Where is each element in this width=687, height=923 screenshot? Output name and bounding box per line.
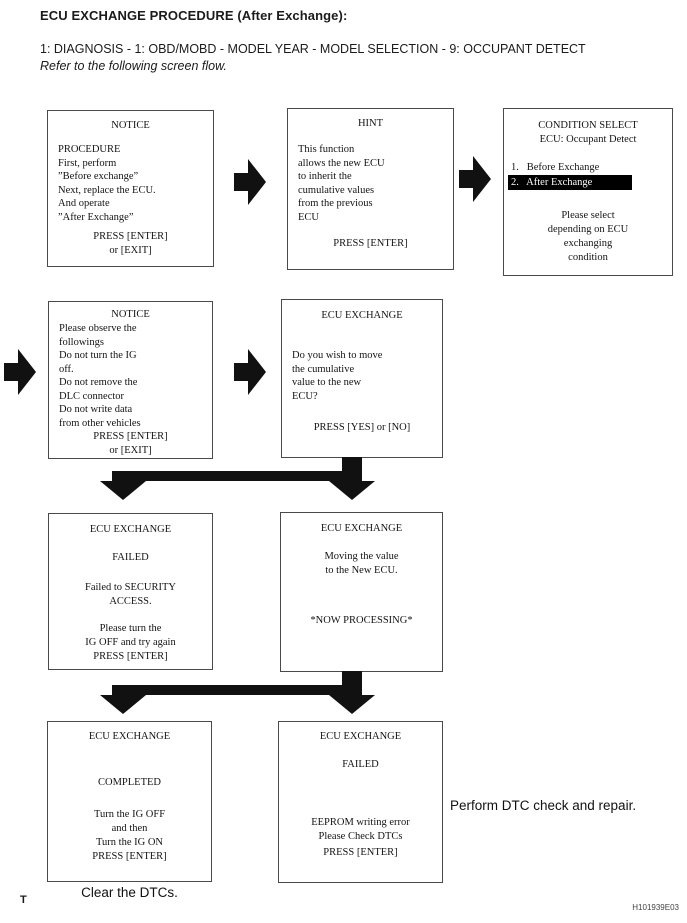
screen-title: ECU EXCHANGE	[319, 731, 402, 742]
screen-line: to inherit the	[298, 171, 352, 182]
screen-title: HINT	[357, 118, 384, 129]
screen-line: Moving the value	[324, 551, 399, 562]
screen-line: to the New ECU.	[325, 565, 398, 576]
screen-line: followings	[59, 336, 104, 348]
branch-stem	[342, 457, 362, 474]
screen-title: ECU EXCHANGE	[320, 523, 403, 534]
screen-title: NOTICE	[111, 120, 150, 131]
figure-code: H101939E03	[632, 903, 679, 912]
screen-status: COMPLETED	[98, 777, 161, 788]
screen-keyprompt: PRESS [ENTER]	[333, 238, 408, 249]
screen-notice-procedure: NOTICE PROCEDURE First, perform ”Before …	[47, 110, 214, 267]
screen-keyprompt: PRESS [ENTER]	[93, 231, 168, 242]
screen-subtitle: ECU: Occupant Detect	[539, 134, 637, 145]
screen-notice-observe: NOTICE Please observe the followings Do …	[48, 301, 213, 459]
screen-line: And operate	[58, 198, 110, 209]
down-arrow-icon	[100, 695, 146, 714]
screen-line: depending on ECU	[547, 224, 629, 235]
screen-line: Failed to SECURITY	[85, 582, 176, 593]
screen-line: ”Before exchange”	[58, 171, 139, 182]
screen-line: Turn the IG OFF	[93, 809, 166, 820]
screen-line: IG OFF and try again	[85, 637, 176, 648]
screen-line: This function	[298, 144, 355, 155]
screen-line: ECU	[298, 211, 319, 223]
right-arrow-icon	[234, 349, 266, 395]
screen-line: Please observe the	[59, 323, 137, 334]
screen-condition-select: CONDITION SELECT ECU: Occupant Detect 1.…	[503, 108, 673, 276]
screen-keyprompt: PRESS [YES] or [NO]	[313, 422, 411, 433]
screen-status: *NOW PROCESSING*	[310, 615, 413, 626]
screen-exchange-confirm: ECU EXCHANGE Do you wish to move the cum…	[281, 299, 443, 458]
screen-line: condition	[568, 252, 608, 263]
screen-keyprompt: PRESS [ENTER]	[93, 651, 168, 662]
menu-option-before-exchange: 1. Before Exchange	[511, 162, 600, 173]
down-arrow-icon	[100, 481, 146, 500]
screen-status: FAILED	[112, 552, 149, 563]
screen-exchange-failed-security: ECU EXCHANGE FAILED Failed to SECURITY A…	[48, 513, 213, 670]
screen-line: Please select	[561, 210, 615, 221]
screen-line: allows the new ECU	[298, 157, 385, 169]
right-arrow-icon	[459, 156, 491, 202]
screen-line: from the previous	[298, 198, 373, 209]
screen-line: Next, replace the ECU.	[58, 184, 156, 196]
screen-exchange-completed: ECU EXCHANGE COMPLETED Turn the IG OFF a…	[47, 721, 212, 882]
screen-line: and then	[111, 823, 148, 834]
down-arrow-icon	[329, 695, 375, 714]
screen-line: Turn the IG ON	[96, 837, 163, 848]
screen-line: exchanging	[563, 238, 613, 249]
screen-title: ECU EXCHANGE	[89, 524, 172, 535]
screen-line: the cumulative	[292, 363, 355, 375]
screen-status: FAILED	[342, 759, 379, 770]
screen-keyprompt: PRESS [ENTER]	[323, 847, 398, 858]
screen-line: Do not turn the IG	[59, 350, 137, 361]
screen-exchange-processing: ECU EXCHANGE Moving the value to the New…	[280, 512, 443, 672]
page-footer-left: T	[20, 894, 27, 906]
screen-line: ECU?	[292, 390, 318, 402]
branch-bar	[112, 471, 362, 481]
right-arrow-icon	[4, 349, 36, 395]
screen-keyprompt: or [EXIT]	[109, 445, 152, 456]
menu-path: 1: DIAGNOSIS - 1: OBD/MOBD - MODEL YEAR …	[40, 42, 586, 56]
screen-line: from other vehicles	[59, 417, 141, 429]
screen-hint: HINT This function allows the new ECU to…	[287, 108, 454, 270]
screen-keyprompt: PRESS [ENTER]	[93, 431, 168, 442]
screen-keyprompt: PRESS [ENTER]	[92, 851, 167, 862]
screen-exchange-failed-eeprom: ECU EXCHANGE FAILED EEPROM writing error…	[278, 721, 443, 883]
screen-line: off.	[59, 363, 74, 375]
menu-option-after-exchange-selected: 2. After Exchange	[508, 175, 632, 190]
down-arrow-icon	[329, 481, 375, 500]
screen-line: Do not remove the	[59, 377, 138, 388]
screen-line: ACCESS.	[109, 596, 152, 607]
screen-title: NOTICE	[111, 309, 150, 320]
screen-title: CONDITION SELECT	[538, 120, 638, 131]
screen-line: value to the new	[292, 377, 362, 388]
note-clear-dtcs: Clear the DTCs.	[81, 885, 178, 900]
screen-line: Do you wish to move	[292, 350, 383, 361]
page-subtitle: Refer to the following screen flow.	[40, 59, 227, 73]
branch-bar	[112, 685, 362, 695]
screen-line: DLC connector	[59, 390, 125, 402]
screen-title: ECU EXCHANGE	[88, 731, 171, 742]
screen-line: cumulative values	[298, 184, 375, 196]
screen-title: ECU EXCHANGE	[321, 310, 403, 321]
right-arrow-icon	[234, 159, 266, 205]
screen-line: EEPROM writing error	[311, 817, 410, 828]
screen-line: Please Check DTCs	[318, 831, 403, 842]
screen-line: ”After Exchange”	[58, 211, 134, 223]
screen-line: First, perform	[58, 157, 117, 169]
screen-line: Do not write data	[59, 404, 133, 415]
screen-keyprompt: or [EXIT]	[109, 245, 152, 256]
page-title: ECU EXCHANGE PROCEDURE (After Exchange):	[40, 8, 348, 23]
screen-line: Please turn the	[99, 623, 162, 634]
note-perform-dtc: Perform DTC check and repair.	[450, 798, 637, 813]
branch-stem	[342, 671, 362, 688]
screen-line: PROCEDURE	[58, 144, 121, 155]
